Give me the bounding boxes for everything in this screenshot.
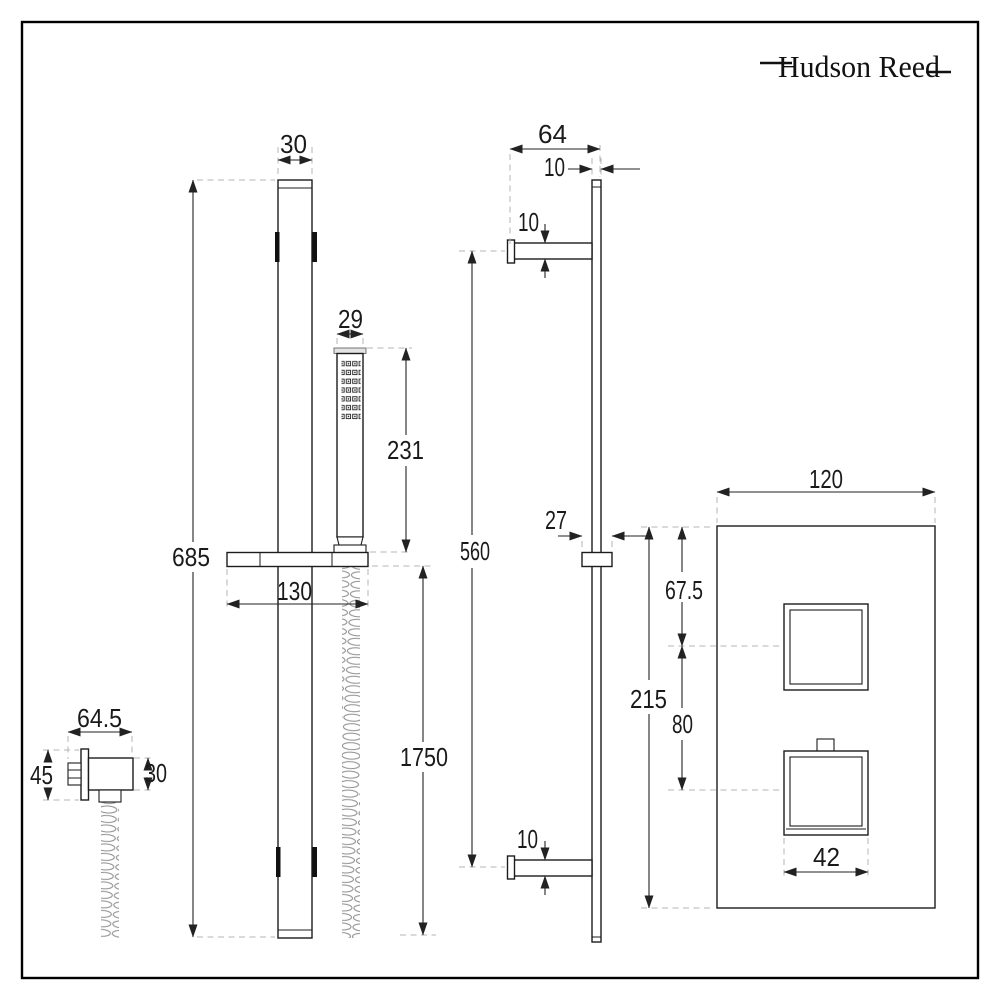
dim-plate-width: 120 bbox=[809, 464, 843, 494]
brand-logo: Hudson Reed bbox=[760, 49, 951, 84]
top-bracket-edge-left bbox=[275, 232, 280, 262]
slider-bracket bbox=[226, 551, 369, 568]
dim-elbow-width: 64.5 bbox=[77, 703, 122, 733]
dim-handle-width: 42 bbox=[813, 842, 840, 872]
dim-slider-depth: 27 bbox=[545, 505, 567, 535]
elbow-hose bbox=[101, 802, 119, 938]
dim-bottom-bracket-thickness: 10 bbox=[517, 824, 538, 854]
elbow-inlet-nut bbox=[67, 762, 82, 786]
dim-top-to-upper-handle: 67.5 bbox=[665, 575, 703, 605]
handset-nut bbox=[333, 544, 367, 554]
dim-bracket-length: 130 bbox=[277, 576, 312, 606]
shower-hose bbox=[342, 566, 360, 938]
top-bracket-edge-right bbox=[312, 232, 317, 262]
handset-top-cap bbox=[333, 347, 367, 354]
handset-nozzle-grid bbox=[341, 359, 361, 421]
bottom-bracket-edge-right bbox=[312, 847, 317, 877]
dim-bracket-spacing: 560 bbox=[460, 536, 490, 566]
dim-rail-depth: 10 bbox=[544, 152, 565, 182]
lower-handle-tab bbox=[816, 738, 835, 753]
wall-outlet-elbow: 64.5 45 30 bbox=[30, 703, 167, 938]
dim-rail-height: 685 bbox=[172, 542, 210, 572]
elbow-wall-plate bbox=[80, 748, 90, 801]
thermostatic-valve-front-view: 120 215 67.5 80 42 bbox=[630, 464, 936, 909]
slider-side bbox=[581, 551, 613, 568]
bottom-bracket-arm bbox=[513, 859, 593, 877]
top-bracket-arm bbox=[513, 242, 593, 260]
slide-rail-side-view: 64 10 10 560 27 10 bbox=[459, 119, 649, 943]
valve-plate bbox=[716, 525, 936, 909]
dim-wall-offset: 64 bbox=[538, 119, 567, 149]
bottom-bracket-edge-left bbox=[276, 847, 281, 877]
dim-handset-width: 29 bbox=[338, 304, 363, 334]
elbow-hose-nut bbox=[98, 789, 122, 803]
dim-plate-height: 215 bbox=[630, 684, 667, 714]
dim-elbow-plate-height: 45 bbox=[30, 760, 53, 790]
dim-handle-spacing: 80 bbox=[672, 709, 693, 739]
top-bracket-wall-plate bbox=[506, 239, 516, 264]
dim-handset-length: 231 bbox=[387, 435, 424, 465]
handset bbox=[333, 347, 367, 554]
dim-hose-length: 1750 bbox=[400, 742, 448, 772]
dim-top-bracket-thickness: 10 bbox=[518, 207, 539, 237]
bottom-bracket-wall-plate bbox=[506, 855, 516, 880]
dim-elbow-body-depth: 30 bbox=[145, 758, 167, 788]
slide-rail-front-view: 30 685 29 231 130 1750 bbox=[172, 129, 448, 939]
dim-rail-width: 30 bbox=[280, 129, 307, 159]
slider-bar bbox=[226, 551, 369, 568]
handset-taper bbox=[336, 536, 364, 546]
elbow-body bbox=[87, 757, 134, 791]
lower-handle-inner bbox=[789, 756, 863, 827]
upper-handle-inner bbox=[789, 609, 863, 685]
brand-logo-text: Hudson Reed bbox=[778, 49, 940, 84]
